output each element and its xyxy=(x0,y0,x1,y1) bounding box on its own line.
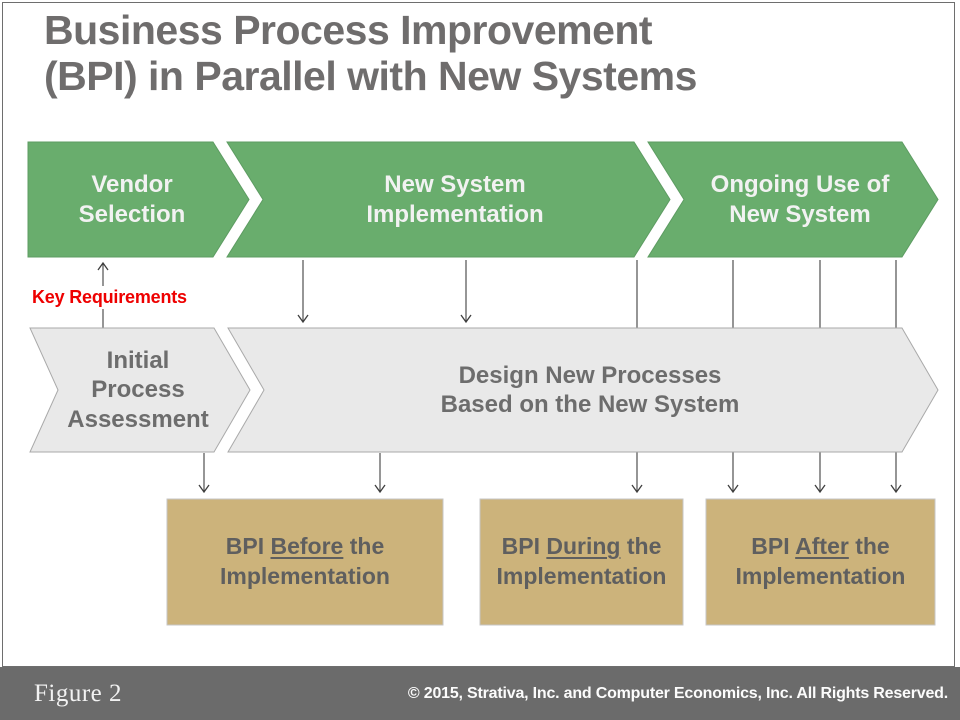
box-bpi-after xyxy=(705,498,936,626)
bpi-after-line1: BPI After the xyxy=(751,533,890,560)
bpi-before-line2: Implementation xyxy=(220,563,390,589)
key-requirements-label: Key Requirements xyxy=(29,286,190,309)
box-bpi-before xyxy=(166,498,444,626)
shape-vendor-selection xyxy=(27,141,250,258)
shape-initial-process-assessment xyxy=(29,327,251,453)
bpi-during-line2: Implementation xyxy=(496,563,667,589)
slide-title: Business Process Improvement (BPI) in Pa… xyxy=(44,7,697,99)
box-bpi-during xyxy=(479,498,684,626)
label-design-new-processes: Design New Processes Based on the New Sy… xyxy=(440,361,740,418)
copyright-text: © 2015, Strativa, Inc. and Computer Econ… xyxy=(407,684,948,702)
shape-design-new-processes xyxy=(227,327,939,453)
bpi-after-line2: Implementation xyxy=(735,563,906,589)
shape-ongoing-use xyxy=(647,141,939,258)
label-bpi-before: BPI Before the Implementation xyxy=(167,499,443,625)
label-bpi-during: BPI During the Implementation xyxy=(480,499,683,625)
bpi-during-line1: BPI During the xyxy=(501,533,662,560)
label-bpi-after: BPI After the Implementation xyxy=(706,499,935,625)
figure-label: Figure 2 xyxy=(34,679,123,707)
footer-bar: Figure 2 © 2015, Strativa, Inc. and Comp… xyxy=(0,667,960,720)
shape-new-system-implementation xyxy=(226,141,671,258)
label-ongoing-use: Ongoing Use of New System xyxy=(710,170,890,228)
label-vendor-selection: Vendor Selection xyxy=(78,170,186,228)
bpi-before-line1: BPI Before the xyxy=(225,533,385,560)
label-initial-process-assessment: Initial Process Assessment xyxy=(67,347,209,433)
label-new-system-implementation: New System Implementation xyxy=(366,170,544,228)
